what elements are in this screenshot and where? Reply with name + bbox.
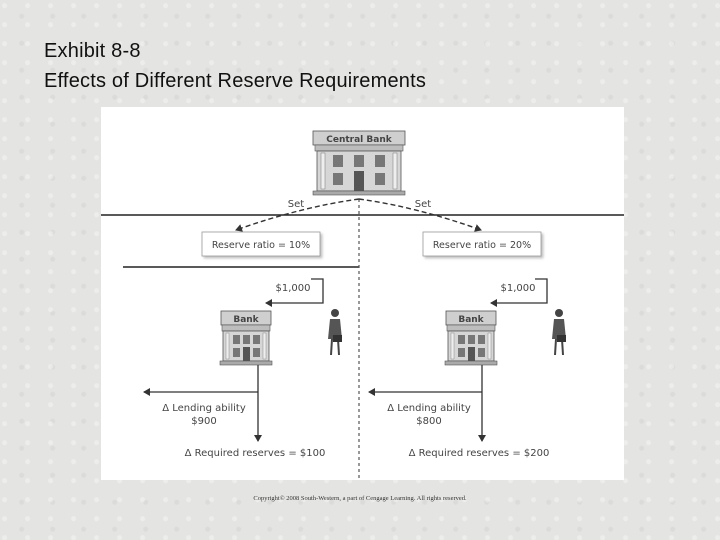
reserve-diagram: Central Bank Set Set Reserve ratio = 10%… bbox=[101, 107, 624, 480]
bank-label-right: Bank bbox=[458, 315, 484, 325]
bank-building-icon: Bank bbox=[445, 311, 497, 365]
deposit-right: $1,000 bbox=[501, 283, 536, 294]
exhibit-title: Effects of Different Reserve Requirement… bbox=[44, 70, 426, 93]
lending-ability-right: Δ Lending ability bbox=[387, 403, 471, 414]
diagram-panel: Central Bank Set Set Reserve ratio = 10%… bbox=[101, 107, 624, 480]
central-bank-icon: Central Bank bbox=[313, 131, 405, 195]
person-with-briefcase-icon bbox=[328, 309, 342, 355]
central-bank-label: Central Bank bbox=[326, 135, 392, 145]
required-reserves-left: Δ Required reserves = $100 bbox=[185, 448, 326, 459]
lending-ability-left: Δ Lending ability bbox=[162, 403, 246, 414]
set-left-label: Set bbox=[288, 199, 305, 210]
set-right-label: Set bbox=[415, 199, 432, 210]
lending-amount-right: $800 bbox=[416, 416, 441, 427]
copyright-notice: Copyright© 2008 South-Western, a part of… bbox=[0, 495, 720, 502]
reserve-ratio-right: Reserve ratio = 20% bbox=[433, 240, 531, 251]
deposit-left: $1,000 bbox=[276, 283, 311, 294]
lending-amount-left: $900 bbox=[191, 416, 216, 427]
reserve-ratio-left: Reserve ratio = 10% bbox=[212, 240, 310, 251]
exhibit-number: Exhibit 8-8 bbox=[44, 40, 141, 63]
bank-label-left: Bank bbox=[233, 315, 259, 325]
required-reserves-right: Δ Required reserves = $200 bbox=[409, 448, 550, 459]
person-with-briefcase-icon bbox=[552, 309, 566, 355]
bank-building-icon: Bank bbox=[220, 311, 272, 365]
